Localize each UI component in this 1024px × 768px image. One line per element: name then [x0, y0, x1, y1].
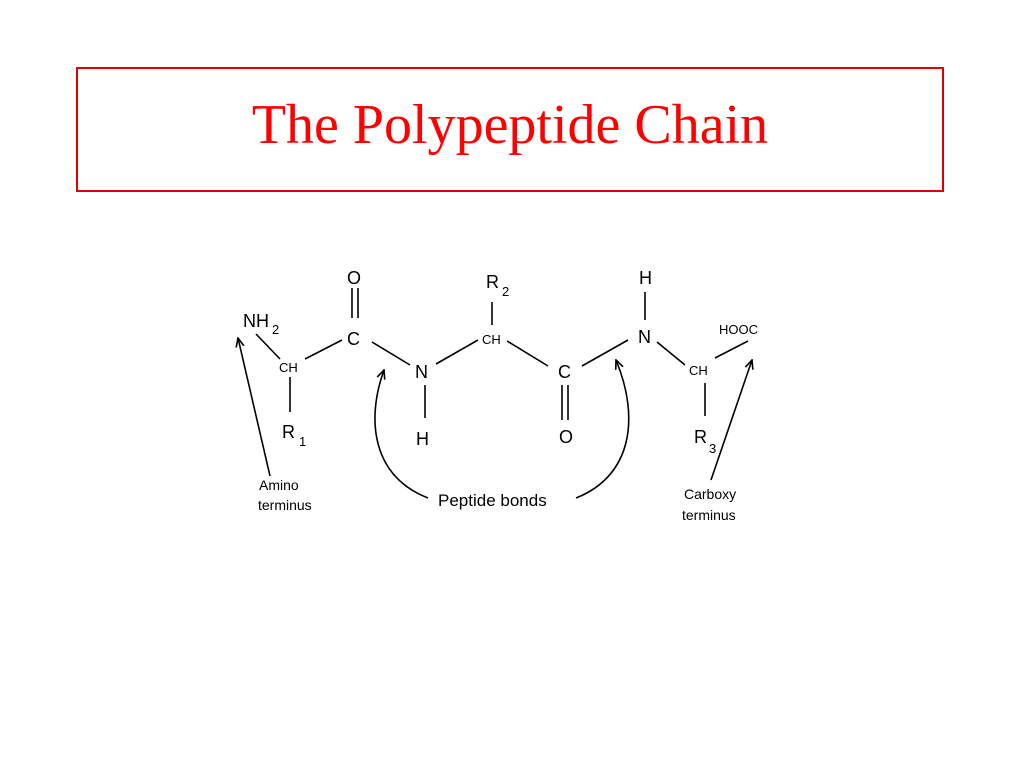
amide-1-nitrogen: N: [415, 362, 428, 382]
bond-ch3-cooh: [714, 340, 749, 359]
carbonyl-2-carbon: C: [558, 362, 571, 382]
bonds: [255, 288, 749, 420]
amino-terminus-label-line1: Amino: [259, 477, 299, 493]
n-terminal-subscript: 2: [272, 322, 279, 337]
carbonyl-1-carbon: C: [347, 329, 360, 349]
carbonyl-1-oxygen: O: [347, 268, 361, 288]
carboxy-terminus-label-line2: terminus: [682, 507, 736, 523]
amide-1-hydrogen: H: [416, 429, 429, 449]
amide-2-hydrogen: H: [639, 268, 652, 288]
peptide-bonds-label: Peptide bonds: [438, 491, 547, 510]
alpha-carbon-3: CH: [689, 363, 708, 378]
r1-subscript: 1: [299, 434, 306, 449]
bond-ch2-c2: [506, 340, 549, 367]
slide-title: The Polypeptide Chain: [251, 94, 769, 156]
arrows: [238, 338, 752, 499]
atoms: NH 2 O C CH R 1 N H R 2 CH C O H N CH HO…: [243, 268, 758, 456]
c-terminal-group: HOOC: [719, 322, 758, 337]
amide-2-nitrogen: N: [638, 327, 651, 347]
peptide-bond-2: [581, 339, 629, 367]
title-box: The Polypeptide Chain: [76, 67, 944, 192]
alpha-carbon-1: CH: [279, 360, 298, 375]
arrow-amino-terminus: [238, 338, 271, 477]
r3-letter: R: [694, 427, 707, 447]
arrow-peptide-bond-2: [575, 360, 630, 499]
r2-letter: R: [486, 272, 499, 292]
r1-letter: R: [282, 422, 295, 442]
n-terminal-group: NH: [243, 311, 269, 331]
carbonyl-2-oxygen: O: [559, 427, 573, 447]
bond-nh2-ch1: [255, 333, 281, 360]
arrow-carboxy-terminus: [710, 360, 752, 481]
arrow-peptide-bond-1: [374, 370, 429, 499]
bond-n1-ch2: [435, 339, 479, 365]
alpha-carbon-2: CH: [482, 332, 501, 347]
r2-subscript: 2: [502, 284, 509, 299]
amino-terminus-label-line2: terminus: [258, 497, 312, 513]
bond-ch1-c1: [304, 339, 343, 360]
peptide-bond-1: [371, 341, 411, 366]
bond-n2-ch3: [656, 341, 686, 366]
carboxy-terminus-label-line1: Carboxy: [684, 486, 736, 502]
r3-subscript: 3: [709, 441, 716, 456]
labels: Amino terminus Peptide bonds Carboxy ter…: [258, 477, 736, 523]
